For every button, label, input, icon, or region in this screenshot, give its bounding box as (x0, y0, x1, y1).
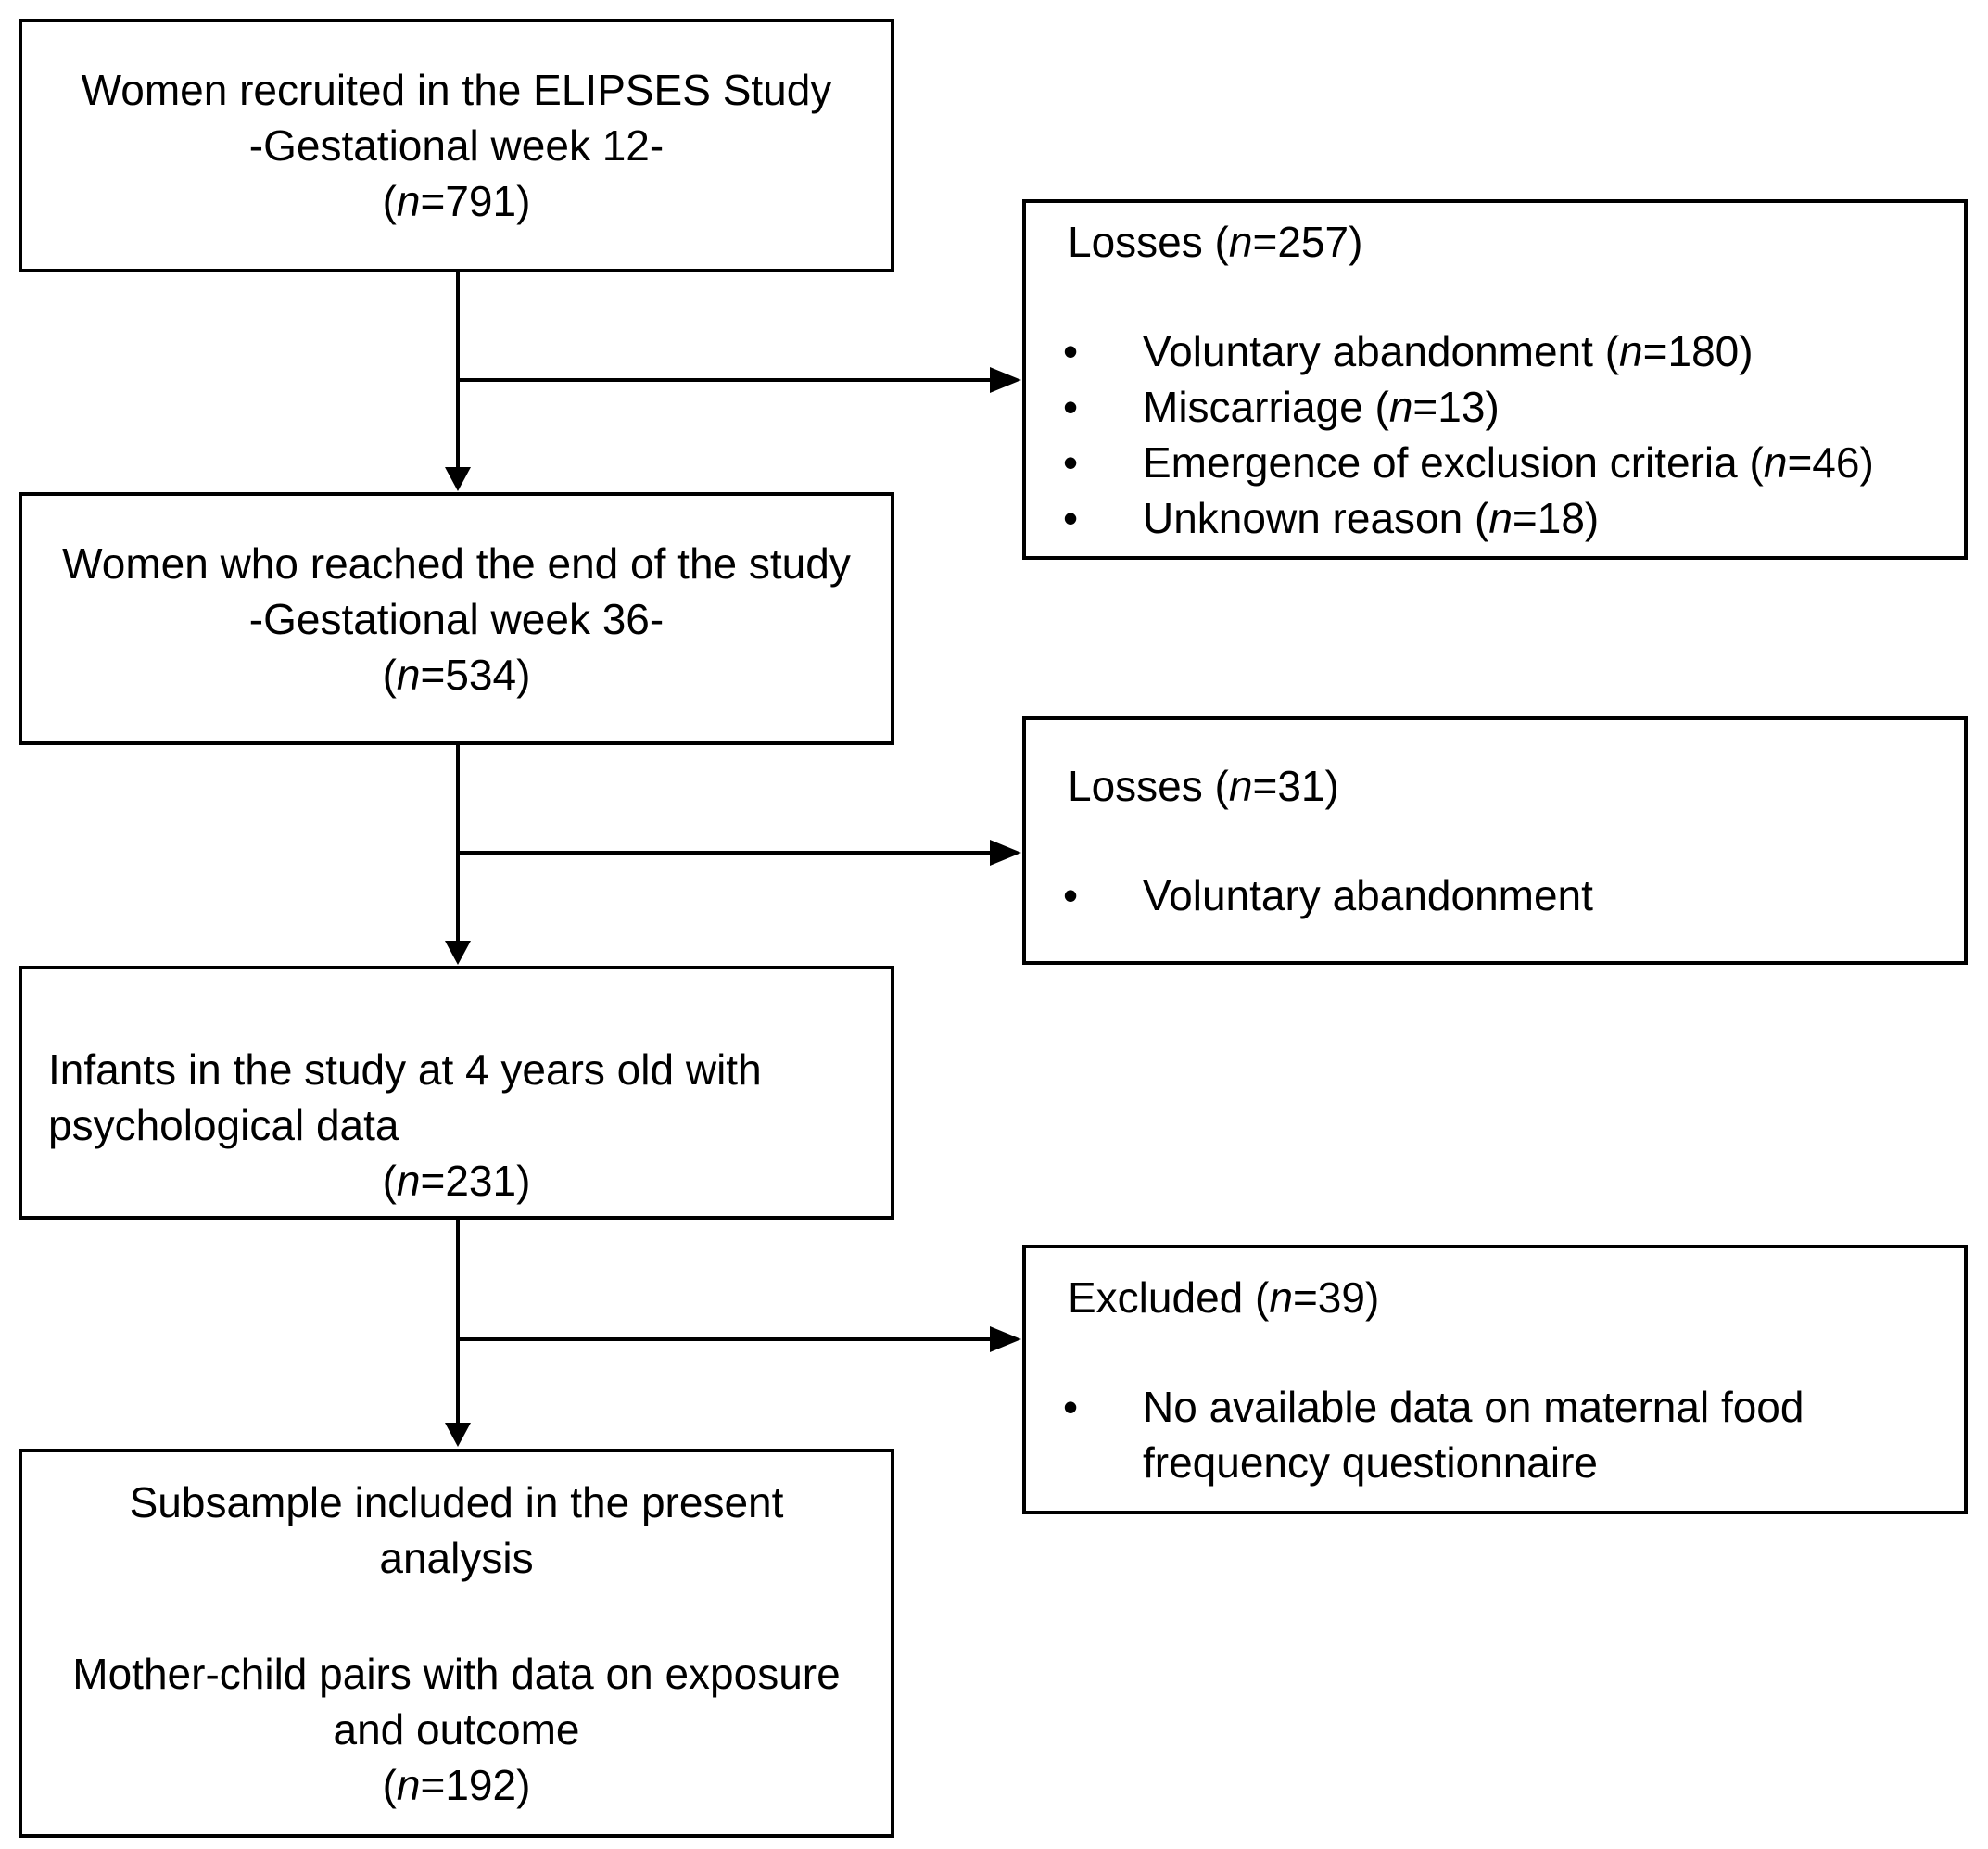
box-text-line: Women recruited in the ELIPSES Study (81, 66, 832, 114)
box-text-line: -Gestational week 36- (248, 594, 665, 643)
side-box-title: Losses (n=31) (1068, 762, 1339, 810)
arrow-head-down-2 (445, 941, 471, 965)
bullet-icon: • (1063, 382, 1079, 431)
bullet-item: • Unknown reason (n=18) (1026, 490, 1964, 546)
bullet-list: • Voluntary abandonment (n=180) • Miscar… (1026, 323, 1964, 546)
arrow-head-right-1 (990, 367, 1021, 393)
bullet-list: • No available data on maternal food fre… (1026, 1379, 1964, 1490)
box-infants-4-years: Infants in the study at 4 years old with… (19, 966, 894, 1220)
box-excluded: Excluded (n=39) • No available data on m… (1022, 1245, 1968, 1514)
sample-size-line: (n=231) (382, 1157, 531, 1205)
bullet-item: • No available data on maternal food (1026, 1379, 1964, 1435)
sample-size-line: (n=192) (382, 1760, 531, 1809)
arrow-head-down-3 (445, 1423, 471, 1447)
box-text-line: -Gestational week 12- (248, 121, 665, 170)
arrow-head-down-1 (445, 467, 471, 491)
box-text-line: analysis (379, 1533, 534, 1582)
box-subsample-included: Subsample included in the present analys… (19, 1449, 894, 1838)
bullet-icon: • (1063, 871, 1079, 919)
arrow-head-right-2 (990, 840, 1021, 866)
box-text-line: and outcome (333, 1704, 580, 1754)
box-text-line: Infants in the study at 4 years old with (48, 1045, 762, 1094)
bullet-item: • Voluntary abandonment (1026, 868, 1964, 923)
box-text-line: Subsample included in the present (129, 1477, 784, 1526)
box-women-end-of-study: Women who reached the end of the study -… (19, 492, 894, 745)
bullet-list: • Voluntary abandonment (1026, 868, 1964, 923)
bullet-item-continuation: frequency questionnaire (1143, 1437, 1598, 1487)
side-box-title: Excluded (n=39) (1068, 1273, 1380, 1322)
bullet-icon: • (1063, 326, 1079, 375)
arrow-head-right-3 (990, 1326, 1021, 1352)
bullet-icon: • (1063, 437, 1079, 487)
sample-size-line: (n=534) (382, 650, 531, 699)
box-text-line: Mother-child pairs with data on exposure (72, 1649, 841, 1698)
bullet-icon: • (1063, 493, 1079, 542)
box-women-recruited: Women recruited in the ELIPSES Study -Ge… (19, 19, 894, 272)
bullet-item: • Emergence of exclusion criteria (n=46) (1026, 435, 1964, 490)
side-box-title: Losses (n=257) (1068, 217, 1363, 266)
bullet-item: • Miscarriage (n=13) (1026, 379, 1964, 435)
blank-line (22, 1586, 891, 1646)
bullet-icon: • (1063, 1382, 1079, 1431)
bullet-item: • Voluntary abandonment (n=180) (1026, 323, 1964, 379)
box-losses-week36: Losses (n=31) • Voluntary abandonment (1022, 716, 1968, 965)
box-text-line: psychological data (48, 1101, 399, 1149)
box-losses-week12: Losses (n=257) • Voluntary abandonment (… (1022, 199, 1968, 560)
box-text-line: Women who reached the end of the study (62, 538, 851, 588)
sample-size-line: (n=791) (382, 177, 531, 225)
